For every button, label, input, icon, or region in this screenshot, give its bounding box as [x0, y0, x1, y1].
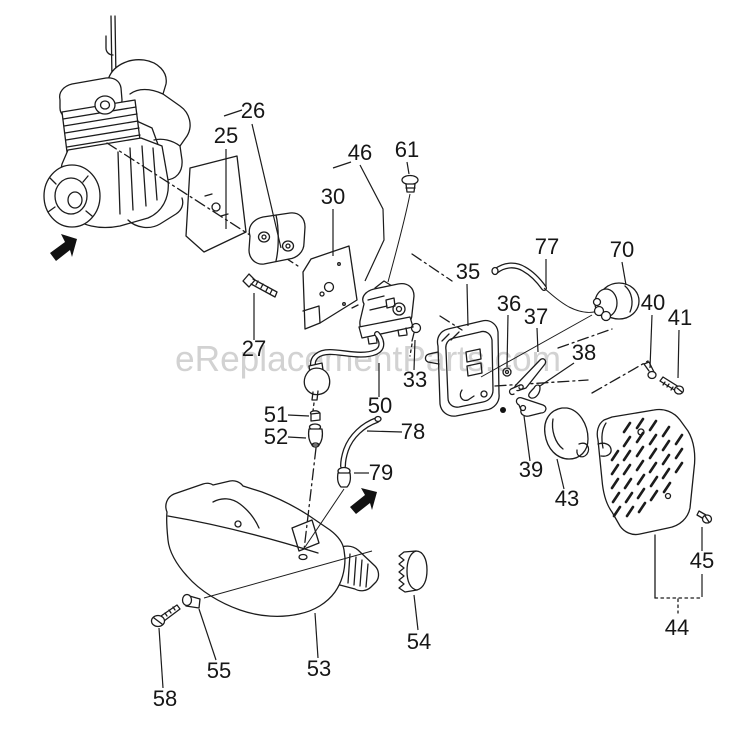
part-drawing-78-fuel-pipe [340, 415, 382, 469]
part-number-79: 79 [369, 460, 393, 485]
leader-line-70 [621, 261, 627, 286]
part-drawing-54-fuel-cap [398, 550, 428, 593]
part-drawing-43-element [544, 407, 590, 460]
part-drawing-37-choke-lever [508, 358, 547, 396]
leader-line-58 [158, 627, 164, 689]
part-drawing-39-bracket [500, 396, 547, 417]
leader-line-35 [466, 283, 469, 327]
leader-line-36 [506, 314, 509, 368]
leader-line-41 [677, 329, 680, 379]
part-number-54: 54 [407, 629, 431, 654]
part-drawing-26-insulator [248, 212, 306, 265]
part-drawing-55-bushing [181, 593, 201, 609]
part-drawing-38-link [528, 384, 541, 399]
part-number-46: 46 [348, 140, 372, 165]
part-number-27: 27 [242, 336, 266, 361]
part-drawing-79-grommet [336, 466, 352, 488]
part-number-43: 43 [555, 486, 579, 511]
part-drawing-70-cap [592, 282, 640, 322]
leader-line-37 [536, 327, 539, 353]
leader-line-43 [556, 458, 565, 490]
leader-line-55 [198, 608, 217, 661]
leader-line-54 [413, 594, 419, 631]
part-number-78: 78 [401, 419, 425, 444]
part-number-61: 61 [395, 137, 419, 162]
assembly-axis-lines [106, 142, 649, 394]
part-drawing-41-screw [659, 376, 685, 395]
leader-line-52 [287, 436, 307, 439]
part-number-58: 58 [153, 686, 177, 711]
part-drawing-53-fuel-tank [165, 480, 380, 617]
part-drawing-46-carburetor [351, 280, 415, 345]
leader-line-46 [332, 161, 352, 169]
leader-line-39 [523, 415, 531, 462]
leader-line-46 [359, 164, 385, 282]
leader-line-33 [413, 339, 416, 371]
part-number-41: 41 [668, 305, 692, 330]
part-drawing-36-grommet [502, 367, 512, 377]
part-drawing-45-screw [696, 510, 713, 524]
watermark-text: eReplacementParts.com [175, 338, 561, 379]
part-number-40: 40 [641, 290, 665, 315]
part-drawing-50-fuel-line [303, 331, 385, 412]
part-number-37: 37 [524, 304, 548, 329]
leader-line-26 [251, 123, 282, 249]
part-number-55: 55 [207, 658, 231, 683]
part-drawing-51-fitting [309, 410, 321, 422]
engine-assembly-drawing [43, 15, 191, 229]
tank-inlet-lines [303, 447, 345, 551]
part-number-39: 39 [519, 457, 543, 482]
part-number-30: 30 [321, 184, 345, 209]
part-number-70: 70 [610, 237, 634, 262]
part-drawing-44-cover [596, 408, 696, 536]
part-drawing-30-gasket [302, 245, 358, 330]
part-number-33: 33 [403, 367, 427, 392]
part-number-52: 52 [264, 424, 288, 449]
part-number-44: 44 [665, 615, 689, 640]
part-number-26: 26 [241, 98, 265, 123]
part-drawing-25-gasket [185, 155, 247, 253]
part-number-25: 25 [214, 123, 238, 148]
direction-arrow-icon [50, 234, 77, 261]
leader-line-78 [366, 430, 403, 433]
part-drawing-52-grommet [307, 423, 324, 448]
cover-bracket-lines [654, 534, 703, 614]
leader-line-26 [223, 109, 243, 117]
part-number-labels: 2526273033353637383940414344454650515253… [153, 98, 714, 711]
leader-line-40 [649, 314, 653, 369]
leader-line-53 [314, 612, 319, 659]
part-number-35: 35 [456, 259, 480, 284]
part-number-36: 36 [497, 291, 521, 316]
part-number-38: 38 [572, 340, 596, 365]
part-drawing-35-air-cleaner-case [424, 319, 500, 417]
part-drawing-58-screw [150, 604, 181, 628]
part-number-50: 50 [368, 393, 392, 418]
part-drawing-77-pipe [480, 262, 601, 378]
leader-line-51 [287, 414, 310, 417]
part-number-77: 77 [535, 234, 559, 259]
direction-arrow-icon [350, 488, 377, 514]
part-number-45: 45 [690, 548, 714, 573]
leader-line-61 [406, 161, 410, 175]
part-drawing-61-plug [387, 174, 419, 283]
part-number-53: 53 [307, 656, 331, 681]
part-drawing-27-bolt [242, 273, 278, 298]
part-number-51: 51 [264, 402, 288, 427]
part-drawing-33-pin [409, 322, 422, 357]
leader-line-38 [539, 362, 575, 387]
